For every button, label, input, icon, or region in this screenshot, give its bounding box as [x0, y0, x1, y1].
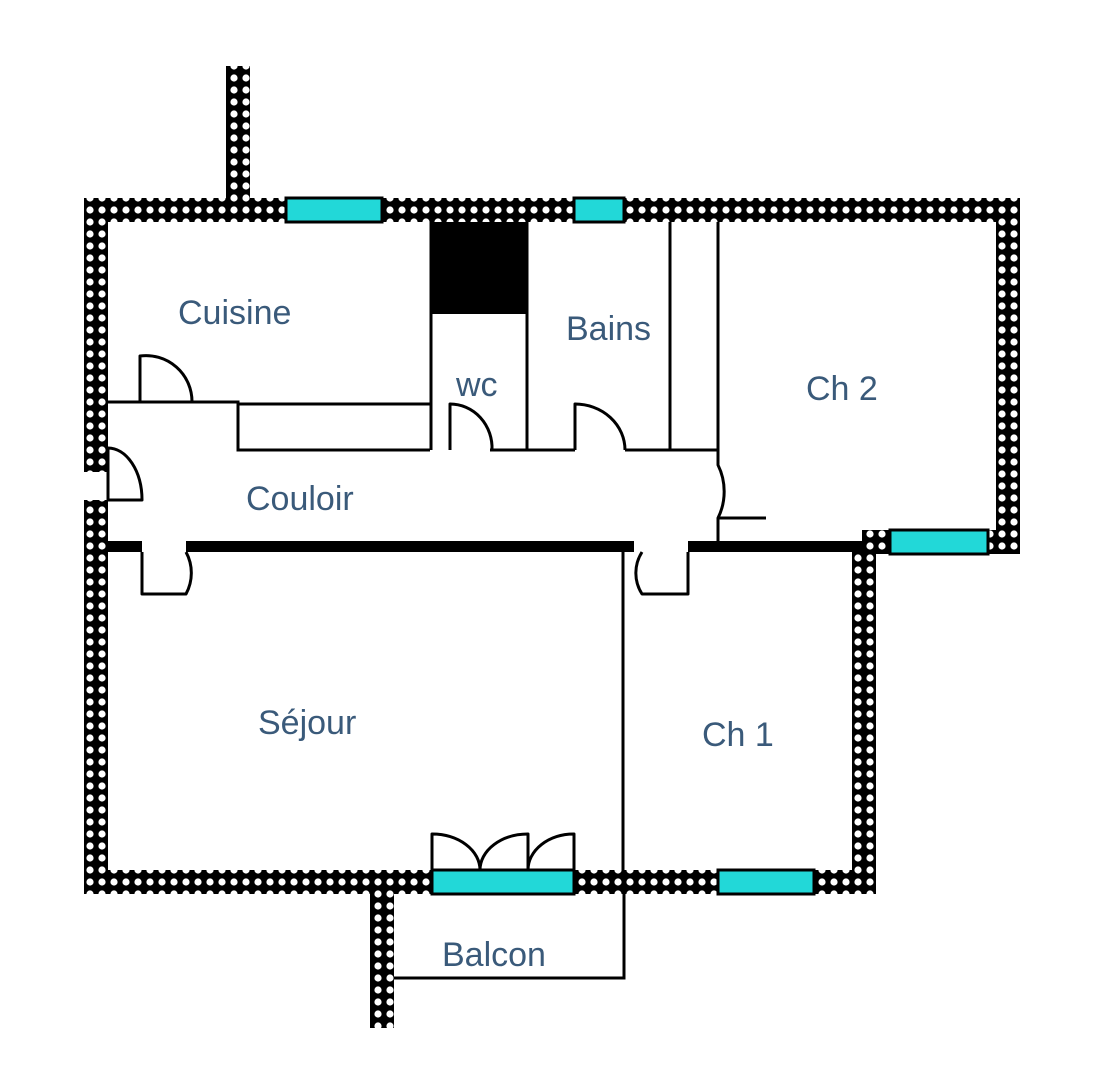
window-sejour — [430, 868, 576, 896]
wc-cistern-block — [431, 222, 527, 314]
door-ch2 — [716, 450, 766, 520]
window-cuisine — [284, 196, 384, 224]
cuisine-bottom-wall — [108, 400, 430, 452]
thin-walls — [108, 222, 720, 980]
door-balcony-right — [526, 832, 576, 871]
door-balcony-mid — [478, 832, 530, 871]
door-bains — [573, 402, 627, 451]
wall-top — [84, 198, 1020, 222]
room-labels: Cuisine wc Bains Ch 2 Couloir Séjour Ch … — [178, 294, 878, 974]
wall-right-lower — [852, 550, 876, 892]
label-ch2: Ch 2 — [806, 370, 878, 408]
door-sejour — [140, 551, 193, 596]
partition-sejour-top — [186, 541, 634, 552]
doors — [106, 354, 766, 871]
partition-ch1-top — [688, 541, 864, 552]
label-sejour: Séjour — [258, 704, 356, 742]
label-cuisine: Cuisine — [178, 294, 291, 332]
door-cuisine — [138, 354, 194, 403]
wall-top-stub — [226, 66, 250, 208]
label-wc: wc — [455, 366, 498, 404]
windows — [284, 196, 990, 896]
window-ch1 — [716, 868, 816, 896]
partition-sejour-top-left — [108, 541, 142, 552]
label-balcon: Balcon — [442, 936, 546, 974]
label-bains: Bains — [566, 310, 651, 348]
window-ch2 — [888, 528, 990, 556]
label-ch1: Ch 1 — [702, 716, 774, 754]
wall-left-upper — [84, 198, 108, 472]
thick-partitions — [108, 222, 864, 552]
label-couloir: Couloir — [246, 480, 354, 518]
door-balcony-left — [430, 832, 482, 871]
wall-right-upper — [996, 198, 1020, 552]
wall-balcony-stub — [370, 886, 394, 1028]
wall-left-lower — [84, 500, 108, 892]
window-bains — [572, 196, 626, 224]
door-entrance — [106, 446, 144, 502]
door-ch1 — [634, 551, 690, 596]
balcony-outline — [394, 894, 626, 980]
door-wc — [448, 402, 494, 451]
